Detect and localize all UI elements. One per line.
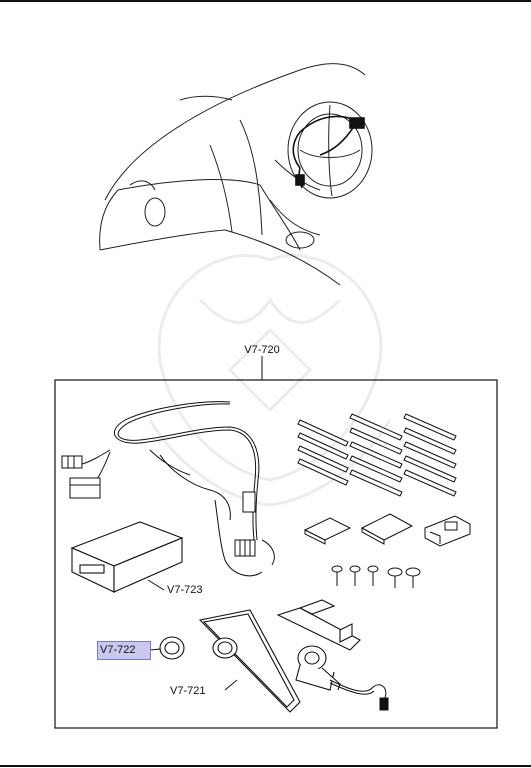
handsfree-module — [70, 521, 184, 593]
wiring-harness-installed — [292, 115, 365, 189]
top-rule — [0, 0, 531, 2]
kit-frame — [54, 356, 498, 729]
mounting-clip — [424, 515, 471, 547]
highlight-box-v7-722 — [97, 641, 151, 660]
harness-connectors — [61, 455, 256, 557]
bottom-rule — [0, 765, 531, 767]
grommet-ring — [159, 636, 185, 660]
microphone-lead-wire — [329, 679, 389, 711]
adhesive-pads — [303, 513, 414, 545]
vehicle-interior-illustration — [99, 63, 373, 286]
v7-722-leader — [149, 648, 161, 651]
part-label-v7-722: V7-722 — [100, 644, 136, 656]
microphone-bezel — [198, 609, 301, 713]
microphone-bracket-assembly — [276, 599, 361, 691]
part-label-v7-723: V7-723 — [167, 584, 202, 596]
kit-label: V7-720 — [244, 344, 279, 356]
v7-721-leader — [224, 679, 238, 691]
v7-723-leader — [147, 579, 165, 591]
cable-ties — [297, 413, 457, 497]
screws — [331, 565, 421, 588]
part-label-v7-721: V7-721 — [170, 685, 205, 697]
